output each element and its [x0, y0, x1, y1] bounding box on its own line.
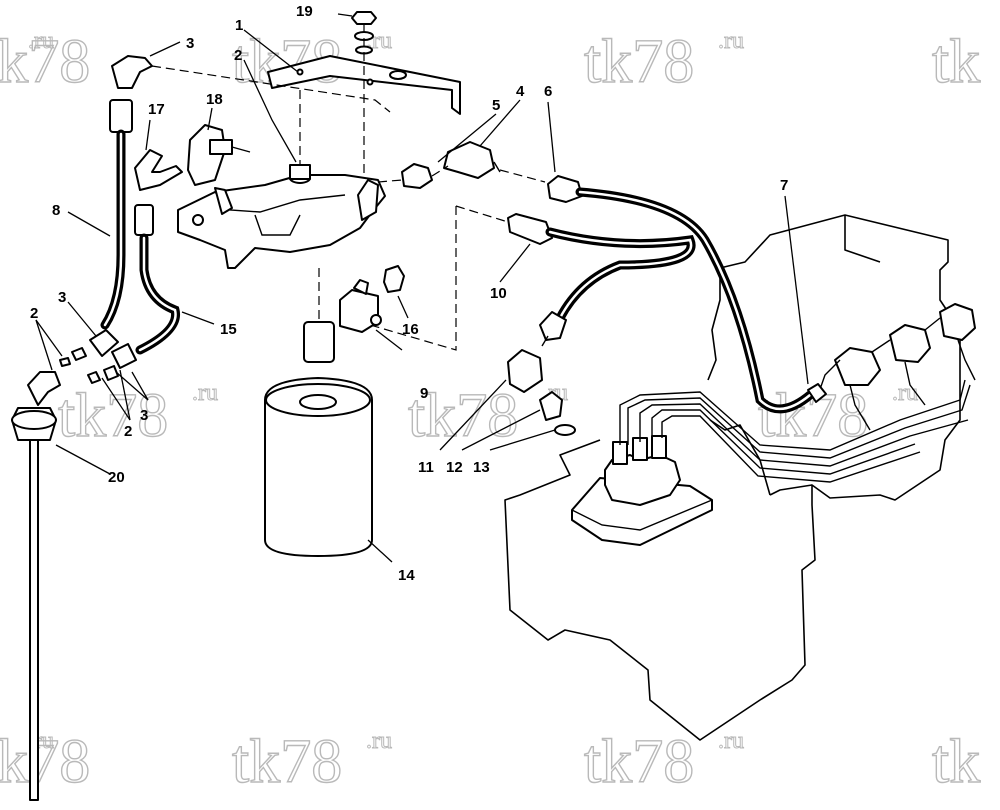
watermark-text: tk78	[0, 28, 90, 96]
callout-2-top: 2	[234, 47, 242, 64]
callout-13: 13	[473, 459, 490, 476]
watermark-suffix: .ru	[366, 728, 392, 754]
elbow-fitting-top	[111, 55, 391, 113]
watermark-suffix: .ru	[718, 728, 744, 754]
bolt-16	[383, 265, 405, 293]
fuel-line-6	[547, 175, 815, 414]
callout-labels: 1 2 19 3 5 4 6 7 8 9 10 11 12 13 14 15 1…	[30, 3, 788, 584]
callout-2-bottom: 2	[124, 423, 132, 440]
fitting-17	[134, 149, 183, 191]
callout-19: 19	[296, 3, 313, 20]
callout-16: 16	[402, 321, 419, 338]
callout-11: 11	[418, 459, 434, 476]
watermark-text: tk78	[408, 382, 518, 450]
callout-6: 6	[544, 83, 552, 100]
callout-4: 4	[516, 83, 525, 100]
injector-pipes	[619, 379, 971, 483]
mounting-bracket	[267, 55, 461, 115]
fitting-7	[807, 383, 827, 403]
watermark-suffix: .ru	[892, 380, 918, 406]
callout-9: 9	[420, 385, 428, 402]
hose-15	[134, 204, 181, 355]
callout-17: 17	[148, 101, 165, 118]
watermark-text: tk78	[584, 728, 694, 796]
drain-tube-assembly	[11, 371, 61, 801]
watermark-suffix: .ru	[718, 28, 744, 54]
leader-lines	[35, 13, 809, 563]
callout-1: 1	[235, 17, 243, 34]
watermark-text: tk	[932, 728, 980, 796]
watermark-text: tk78	[584, 28, 694, 96]
elbow-fitting-18	[187, 124, 251, 186]
watermark-layer: tk78 .ru tk78 .ru tk78 .ru tk tk78 .ru t…	[0, 27, 981, 796]
callout-3-bottom: 3	[140, 407, 148, 424]
callout-7: 7	[780, 177, 788, 194]
callout-10: 10	[490, 285, 507, 302]
callout-3-top: 3	[186, 35, 194, 52]
fittings-4-5	[377, 141, 546, 189]
watermark-suffix: .ru	[192, 380, 218, 406]
hose-8	[100, 99, 133, 330]
callout-14: 14	[398, 567, 415, 584]
watermark-text: tk78	[58, 382, 168, 450]
callout-12: 12	[446, 459, 463, 476]
watermark-text: tk78	[232, 728, 342, 796]
connector-fittings-left	[59, 329, 137, 384]
nut-washer-stack	[351, 11, 377, 180]
engine-block	[504, 214, 961, 741]
callout-8: 8	[52, 202, 60, 219]
fuel-filter-14	[264, 268, 373, 557]
callout-3-left: 3	[58, 289, 66, 306]
callout-18: 18	[206, 91, 223, 108]
watermark-text: tk78	[0, 728, 90, 796]
fittings-11-12-13	[507, 335, 576, 436]
fuel-line-10	[359, 205, 696, 351]
callout-20: 20	[108, 469, 125, 486]
callout-2-left: 2	[30, 305, 38, 322]
injection-pump	[571, 435, 713, 546]
callout-15: 15	[220, 321, 237, 338]
injectors	[817, 303, 976, 431]
filter-head	[177, 90, 386, 269]
watermark-suffix: .ru	[28, 28, 54, 54]
callout-5: 5	[492, 97, 500, 114]
watermark-text: tk	[932, 28, 980, 96]
fitting-block-9	[339, 279, 382, 333]
